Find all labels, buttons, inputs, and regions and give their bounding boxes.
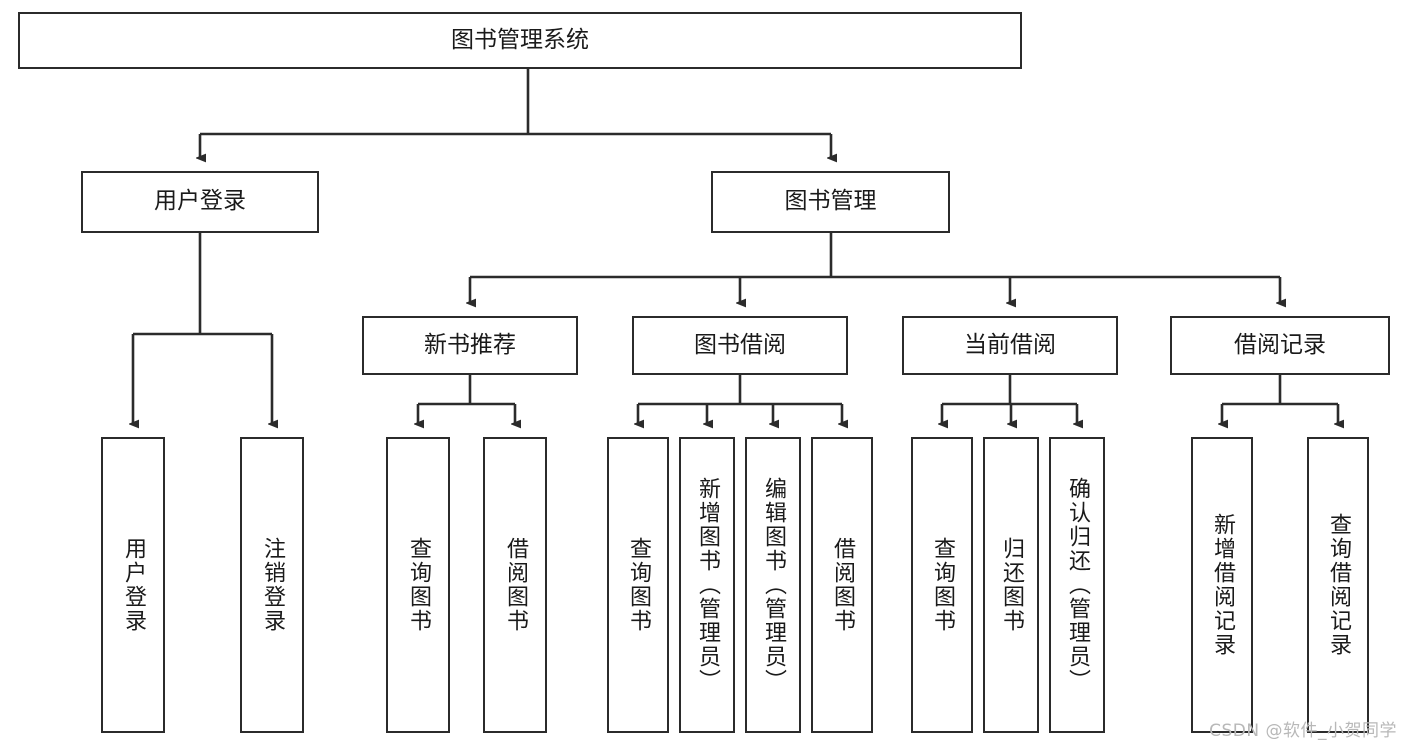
node-leaf-add-record[interactable]: 新增借阅记录: [1191, 437, 1253, 733]
node-leaf-add-book[interactable]: 新增图书（管理员）: [679, 437, 735, 733]
node-leaf-query-book-1[interactable]: 查询图书: [386, 437, 450, 733]
node-leaf-borrow-book-2-label: 借阅图书: [830, 537, 855, 633]
node-leaf-user-login[interactable]: 用户登录: [101, 437, 165, 733]
node-leaf-logout-label: 注销登录: [260, 537, 285, 633]
node-leaf-query-book-3-label: 查询图书: [930, 537, 955, 633]
node-user-login[interactable]: 用户登录: [81, 171, 319, 233]
node-book-borrow-label: 图书借阅: [694, 331, 786, 358]
node-leaf-confirm-return-label: 确认归还（管理员）: [1065, 477, 1090, 693]
node-root[interactable]: 图书管理系统: [18, 12, 1022, 69]
node-borrow-record-label: 借阅记录: [1234, 331, 1326, 358]
node-leaf-borrow-book-2[interactable]: 借阅图书: [811, 437, 873, 733]
node-borrow-record[interactable]: 借阅记录: [1170, 316, 1390, 375]
node-leaf-borrow-book-1-label: 借阅图书: [503, 537, 528, 633]
node-leaf-borrow-book-1[interactable]: 借阅图书: [483, 437, 547, 733]
node-root-label: 图书管理系统: [451, 26, 589, 53]
node-current-borrow[interactable]: 当前借阅: [902, 316, 1118, 375]
node-new-book-rec-label: 新书推荐: [424, 331, 516, 358]
node-user-login-label: 用户登录: [154, 188, 246, 215]
node-leaf-add-record-label: 新增借阅记录: [1210, 513, 1235, 657]
node-leaf-edit-book[interactable]: 编辑图书（管理员）: [745, 437, 801, 733]
node-leaf-query-book-2[interactable]: 查询图书: [607, 437, 669, 733]
node-leaf-edit-book-label: 编辑图书（管理员）: [761, 477, 786, 693]
node-leaf-return-book[interactable]: 归还图书: [983, 437, 1039, 733]
node-leaf-logout[interactable]: 注销登录: [240, 437, 304, 733]
node-book-borrow[interactable]: 图书借阅: [632, 316, 848, 375]
node-leaf-query-record[interactable]: 查询借阅记录: [1307, 437, 1369, 733]
node-leaf-query-book-3[interactable]: 查询图书: [911, 437, 973, 733]
node-book-manage-label: 图书管理: [784, 188, 877, 215]
node-leaf-user-login-label: 用户登录: [121, 537, 146, 633]
node-book-manage[interactable]: 图书管理: [711, 171, 950, 233]
node-leaf-confirm-return[interactable]: 确认归还（管理员）: [1049, 437, 1105, 733]
node-current-borrow-label: 当前借阅: [964, 331, 1056, 358]
node-new-book-rec[interactable]: 新书推荐: [362, 316, 578, 375]
node-leaf-query-book-2-label: 查询图书: [626, 537, 651, 633]
node-leaf-query-record-label: 查询借阅记录: [1326, 513, 1351, 657]
node-leaf-query-book-1-label: 查询图书: [406, 537, 431, 633]
node-leaf-add-book-label: 新增图书（管理员）: [695, 477, 720, 693]
node-leaf-return-book-label: 归还图书: [999, 537, 1024, 633]
